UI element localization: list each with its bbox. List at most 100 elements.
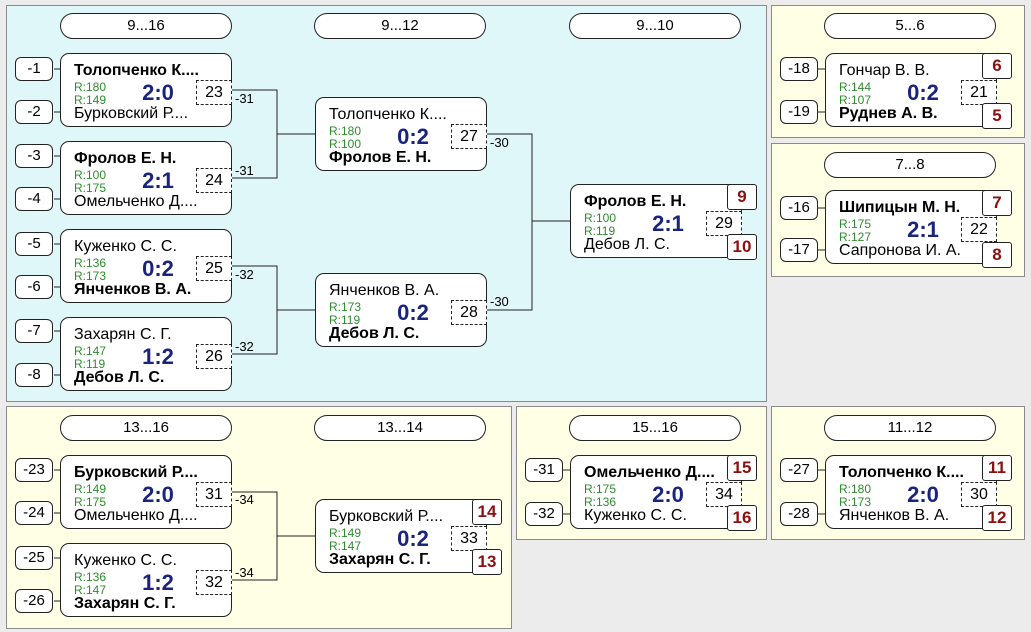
seed-box: -25 xyxy=(15,546,53,570)
player-one-rating: R:175 xyxy=(839,217,872,231)
player-two-name: Фролов Е. Н. xyxy=(329,149,432,166)
match-score: 2:1 xyxy=(907,217,939,242)
player-two-rating: R:136 xyxy=(584,495,617,509)
match-number: 23 xyxy=(196,80,232,105)
seed-box: -23 xyxy=(15,458,53,482)
player-two-name: Захарян С. Г. xyxy=(329,551,431,568)
match-number: 27 xyxy=(451,124,487,149)
player-one-rating: R:149 xyxy=(74,482,107,496)
match-card[interactable]: Бурковский Р.... R:149 R:147 0:2 33 Заха… xyxy=(315,499,487,573)
player-one-rating: R:100 xyxy=(584,211,617,225)
match-card[interactable]: Омельченко Д.... R:175 R:136 2:0 34 Куже… xyxy=(570,455,742,529)
match-number: 30 xyxy=(961,482,997,507)
player-one-rating: R:180 xyxy=(839,482,872,496)
player-two-rating: R:119 xyxy=(329,313,361,327)
player-two-rating: R:149 xyxy=(74,93,107,107)
match-card[interactable]: Куженко С. С. R:136 R:147 1:2 32 Захарян… xyxy=(60,543,232,617)
match-card[interactable]: Толопченко К.... R:180 R:149 2:0 23 Бурк… xyxy=(60,53,232,127)
player-two-name: Дебов Л. С. xyxy=(74,369,165,386)
player-two-name: Руднев А. В. xyxy=(839,105,938,122)
round-header-11-12: 11...12 xyxy=(824,415,996,441)
place-badge: 12 xyxy=(982,505,1012,531)
place-badge: 14 xyxy=(472,499,502,525)
player-two-name: Бурковский Р.... xyxy=(74,105,189,122)
match-card[interactable]: Толопченко К.... R:180 R:100 0:2 27 Фрол… xyxy=(315,97,487,171)
link-label: -34 xyxy=(235,492,254,507)
match-score: 0:2 xyxy=(397,124,429,149)
seed-box: -17 xyxy=(780,238,818,262)
player-two-rating: R:175 xyxy=(74,495,107,509)
player-one-name: Бурковский Р.... xyxy=(74,464,198,481)
player-one-name: Бурковский Р.... xyxy=(329,508,444,525)
player-two-name: Дебов Л. С. xyxy=(584,236,670,253)
player-one-name: Гончар В. В. xyxy=(839,62,930,79)
match-card[interactable]: Фролов Е. Н. R:100 R:175 2:1 24 Омельчен… xyxy=(60,141,232,215)
player-two-name: Дебов Л. С. xyxy=(329,325,420,342)
match-number: 25 xyxy=(196,256,232,281)
player-one-name: Толопченко К.... xyxy=(839,464,964,481)
link-label: -31 xyxy=(235,163,254,178)
player-two-rating: R:100 xyxy=(329,137,362,151)
match-number: 22 xyxy=(961,217,997,242)
match-number: 34 xyxy=(706,482,742,507)
round-header-9-10: 9...10 xyxy=(569,13,741,39)
seed-box: -32 xyxy=(525,502,563,526)
player-two-name: Омельченко Д.... xyxy=(74,507,198,524)
player-one-rating: R:100 xyxy=(74,168,107,182)
place-badge: 9 xyxy=(727,184,757,210)
seed-box: -6 xyxy=(15,275,53,299)
seed-box: -28 xyxy=(780,502,818,526)
player-one-name: Толопченко К.... xyxy=(74,62,199,79)
match-score: 0:2 xyxy=(907,80,939,105)
match-number: 26 xyxy=(196,344,232,369)
match-number: 33 xyxy=(451,526,487,551)
match-score: 0:2 xyxy=(397,300,429,325)
player-two-name: Омельченко Д.... xyxy=(74,193,198,210)
match-card[interactable]: Толопченко К.... R:180 R:173 2:0 30 Янче… xyxy=(825,455,997,529)
match-number: 31 xyxy=(196,482,232,507)
match-card[interactable]: Шипицын М. Н. R:175 R:127 2:1 22 Сапроно… xyxy=(825,190,997,264)
player-one-name: Янченков В. А. xyxy=(329,282,440,299)
seed-box: -3 xyxy=(15,144,53,168)
match-number: 29 xyxy=(706,211,742,236)
match-score: 0:2 xyxy=(142,256,174,281)
match-score: 2:1 xyxy=(652,211,684,236)
match-number: 21 xyxy=(961,80,997,105)
player-one-name: Фролов Е. Н. xyxy=(74,150,177,167)
player-two-name: Сапронова И. А. xyxy=(839,242,961,259)
player-two-name: Захарян С. Г. xyxy=(74,595,176,612)
player-one-rating: R:136 xyxy=(74,256,107,270)
match-card[interactable]: Фролов Е. Н. R:100 R:119 2:1 29 Дебов Л.… xyxy=(570,184,742,258)
link-label: -34 xyxy=(235,565,254,580)
match-card[interactable]: Янченков В. А. R:173 R:119 0:2 28 Дебов … xyxy=(315,273,487,347)
match-score: 2:0 xyxy=(142,80,174,105)
player-one-rating: R:147 xyxy=(74,344,107,358)
round-header-7-8: 7...8 xyxy=(824,152,996,178)
place-badge: 7 xyxy=(982,190,1012,216)
player-one-name: Захарян С. Г. xyxy=(74,326,172,343)
link-label: -30 xyxy=(490,294,509,309)
match-card[interactable]: Гончар В. В. R:144 R:107 0:2 21 Руднев А… xyxy=(825,53,997,127)
seed-box: -1 xyxy=(15,57,53,81)
match-card[interactable]: Бурковский Р.... R:149 R:175 2:0 31 Омел… xyxy=(60,455,232,529)
seed-box: -24 xyxy=(15,501,53,525)
player-two-name: Янченков В. А. xyxy=(74,281,192,298)
player-two-rating: R:119 xyxy=(74,357,106,371)
match-card[interactable]: Куженко С. С. R:136 R:173 0:2 25 Янченко… xyxy=(60,229,232,303)
player-two-rating: R:175 xyxy=(74,181,107,195)
match-card[interactable]: Захарян С. Г. R:147 R:119 1:2 26 Дебов Л… xyxy=(60,317,232,391)
seed-box: -8 xyxy=(15,363,53,387)
seed-box: -5 xyxy=(15,232,53,256)
player-one-name: Шипицын М. Н. xyxy=(839,199,961,216)
match-score: 1:2 xyxy=(142,570,174,595)
player-one-rating: R:173 xyxy=(329,300,362,314)
match-score: 1:2 xyxy=(142,344,174,369)
round-header-13-14: 13...14 xyxy=(314,415,486,441)
place-badge: 8 xyxy=(982,242,1012,268)
player-two-name: Янченков В. А. xyxy=(839,507,950,524)
place-badge: 16 xyxy=(727,505,757,531)
seed-box: -7 xyxy=(15,319,53,343)
match-score: 2:1 xyxy=(142,168,174,193)
round-header-13-16: 13...16 xyxy=(60,415,232,441)
player-one-rating: R:144 xyxy=(839,80,872,94)
